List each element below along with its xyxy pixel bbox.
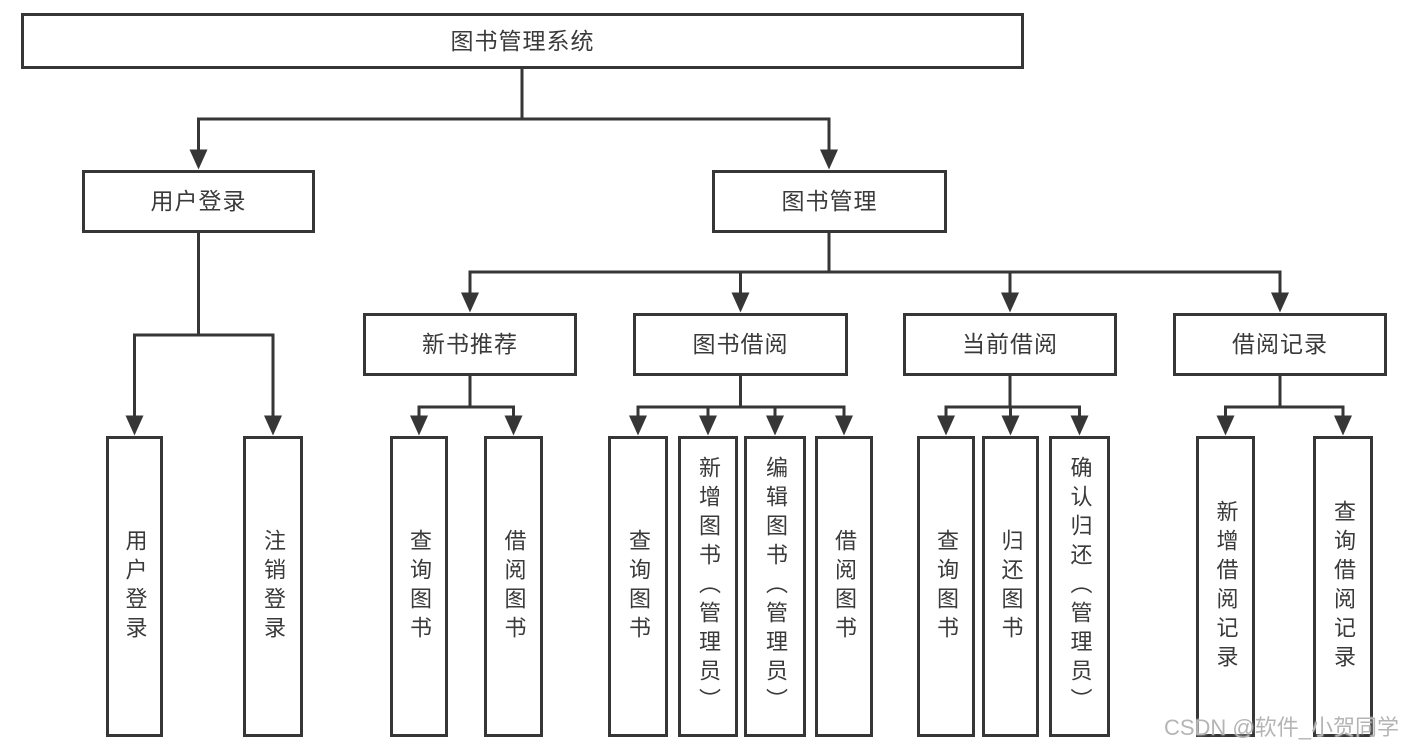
- node-root: 图书管理系统: [21, 13, 1024, 69]
- node-query-books-label: 查询图书: [407, 528, 432, 645]
- node-confirm-return-admin: 确认归还（管理员）: [1049, 436, 1110, 737]
- node-root-label: 图书管理系统: [450, 27, 595, 54]
- node-query-borrow-record: 查询借阅记录: [1313, 436, 1373, 737]
- node-new-book-recommend: 新书推荐: [363, 313, 577, 376]
- node-leaf-user-login: 用户登录: [106, 436, 163, 737]
- csdn-watermark: CSDN @软件_小贺同学: [1163, 715, 1399, 740]
- node-edit-books-admin-label: 编辑图书（管理员）: [763, 456, 788, 717]
- node-leaf-user-login-label: 用户登录: [122, 528, 148, 645]
- node-borrow-books-2-label: 借阅图书: [832, 528, 857, 645]
- node-borrow-books-2: 借阅图书: [815, 436, 873, 737]
- node-user-login: 用户登录: [82, 170, 315, 233]
- node-edit-books-admin: 编辑图书（管理员）: [744, 436, 806, 737]
- node-confirm-return-admin-label: 确认归还（管理员）: [1067, 456, 1093, 717]
- node-query-books-3-label: 查询图书: [934, 528, 959, 645]
- node-query-books-2: 查询图书: [608, 436, 668, 737]
- node-return-books-label: 归还图书: [998, 528, 1024, 645]
- node-return-books: 归还图书: [982, 436, 1039, 737]
- node-leaf-logout-label: 注销登录: [261, 528, 286, 645]
- node-current-borrow-label: 当前借阅: [962, 331, 1058, 357]
- node-query-books: 查询图书: [390, 436, 448, 737]
- node-new-book-recommend-label: 新书推荐: [422, 331, 518, 357]
- node-book-borrow-label: 图书借阅: [692, 331, 789, 357]
- node-borrow-records-label: 借阅记录: [1232, 331, 1328, 357]
- node-book-borrow: 图书借阅: [633, 313, 848, 376]
- node-borrow-books-label: 借阅图书: [501, 528, 527, 645]
- node-book-management-label: 图书管理: [781, 188, 878, 214]
- node-query-borrow-record-label: 查询借阅记录: [1331, 499, 1356, 674]
- node-add-books-admin: 新增图书（管理员）: [678, 436, 738, 737]
- node-book-management: 图书管理: [712, 170, 947, 233]
- node-add-borrow-record: 新增借阅记录: [1196, 436, 1255, 737]
- node-current-borrow: 当前借阅: [903, 313, 1117, 376]
- node-query-books-3: 查询图书: [917, 436, 975, 737]
- node-borrow-books: 借阅图书: [484, 436, 543, 737]
- node-user-login-label: 用户登录: [150, 188, 247, 214]
- node-borrow-records: 借阅记录: [1173, 313, 1387, 376]
- node-add-books-admin-label: 新增图书（管理员）: [696, 456, 721, 717]
- node-query-books-2-label: 查询图书: [626, 528, 651, 645]
- node-add-borrow-record-label: 新增借阅记录: [1213, 499, 1239, 674]
- node-leaf-logout: 注销登录: [243, 436, 303, 737]
